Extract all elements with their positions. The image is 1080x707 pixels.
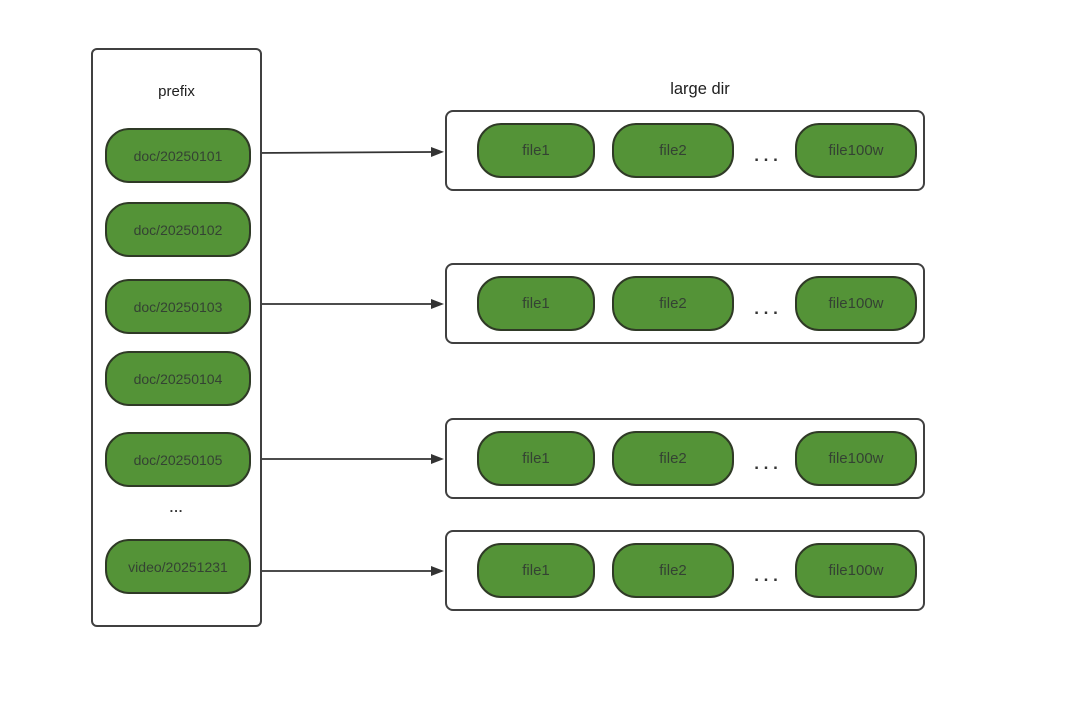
file-pill-file2: file2 [612, 276, 734, 331]
files-ellipsis: . . . [754, 565, 778, 585]
file-pill-file100w: file100w [795, 123, 917, 178]
prefix-pill-doc-20250101: doc/20250101 [105, 128, 251, 183]
large-dir-row-3: file1 file2 . . . file100w [445, 418, 925, 499]
file-pill-file2: file2 [612, 543, 734, 598]
files-ellipsis: . . . [754, 145, 778, 165]
prefix-pill-doc-20250104: doc/20250104 [105, 351, 251, 406]
prefix-panel-title: prefix [158, 83, 195, 100]
large-dir-row-1: file1 file2 . . . file100w [445, 110, 925, 191]
arrow-prefix1-to-dir1 [249, 147, 444, 158]
large-dir-title: large dir [670, 80, 730, 98]
files-ellipsis: . . . [754, 453, 778, 473]
prefix-ellipsis: ... [169, 500, 184, 515]
file-pill-file1: file1 [477, 123, 595, 178]
prefix-panel: prefix doc/20250101 doc/20250102 doc/202… [91, 48, 262, 627]
prefix-pill-doc-20250105: doc/20250105 [105, 432, 251, 487]
large-dir-row-4: file1 file2 . . . file100w [445, 530, 925, 611]
file-pill-file100w: file100w [795, 276, 917, 331]
file-pill-file2: file2 [612, 431, 734, 486]
prefix-pill-doc-20250103: doc/20250103 [105, 279, 251, 334]
file-pill-file2: file2 [612, 123, 734, 178]
prefix-pill-video-20251231: video/20251231 [105, 539, 251, 594]
file-pill-file100w: file100w [795, 543, 917, 598]
file-pill-file1: file1 [477, 276, 595, 331]
prefix-pill-doc-20250102: doc/20250102 [105, 202, 251, 257]
file-pill-file1: file1 [477, 431, 595, 486]
files-ellipsis: . . . [754, 298, 778, 318]
file-pill-file1: file1 [477, 543, 595, 598]
large-dir-row-2: file1 file2 . . . file100w [445, 263, 925, 344]
file-pill-file100w: file100w [795, 431, 917, 486]
